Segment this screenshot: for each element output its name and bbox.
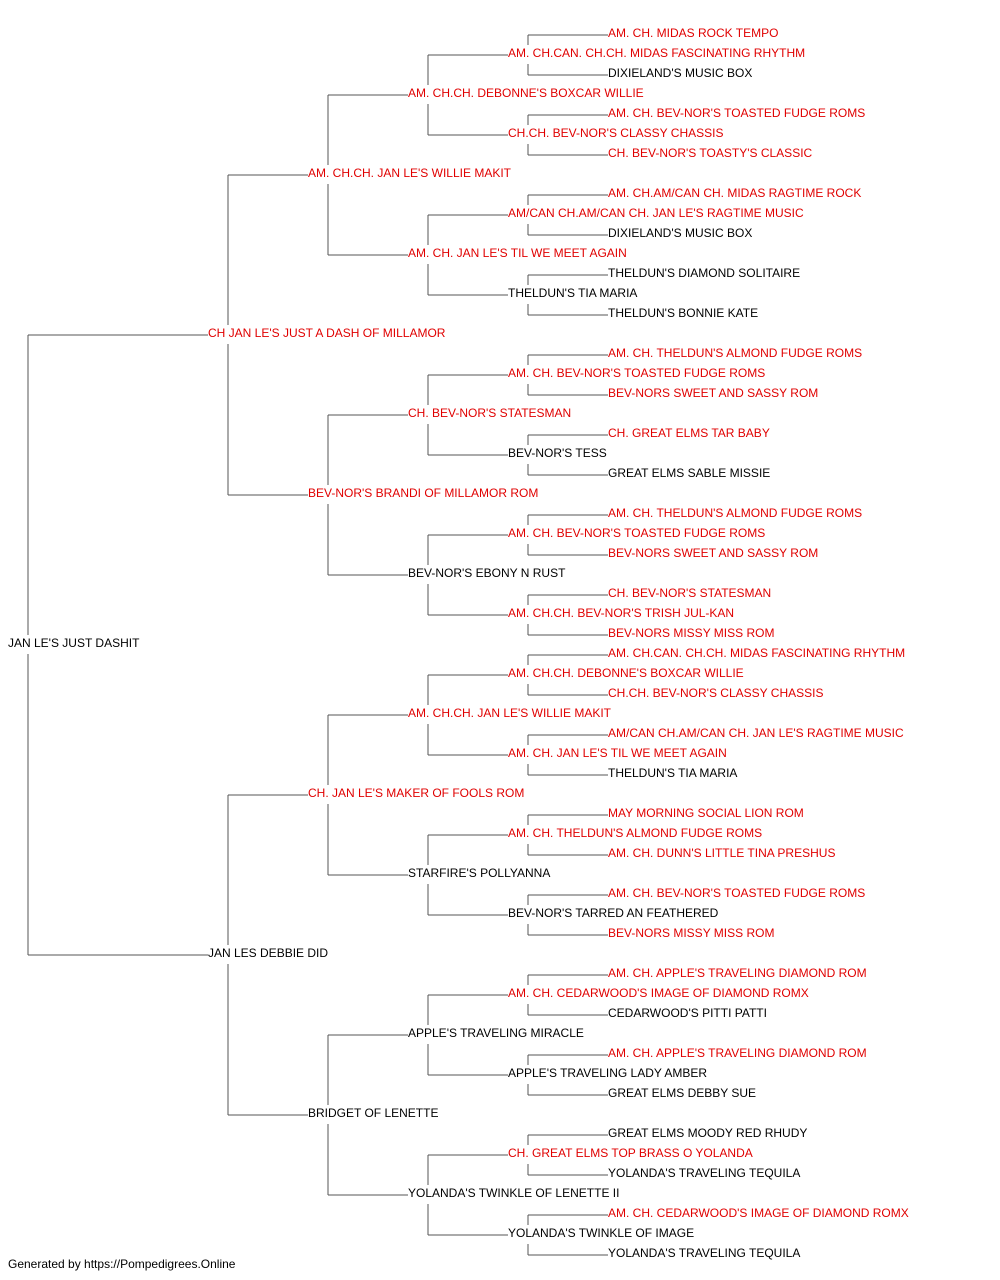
- pedigree-name-gen4: AM/CAN CH.AM/CAN CH. JAN LE'S RAGTIME MU…: [508, 206, 804, 220]
- pedigree-name-gen4: AM. CH. BEV-NOR'S TOASTED FUDGE ROMS: [508, 366, 766, 380]
- pedigree-name-gen5: AM. CH. APPLE'S TRAVELING DIAMOND ROM: [608, 966, 867, 980]
- pedigree-name-gen5: DIXIELAND'S MUSIC BOX: [608, 226, 753, 240]
- pedigree-name-gen1: CH JAN LE'S JUST A DASH OF MILLAMOR: [208, 326, 446, 340]
- pedigree-name-gen5: CH. GREAT ELMS TAR BABY: [608, 426, 770, 440]
- pedigree-name-gen4: BEV-NOR'S TARRED AN FEATHERED: [508, 906, 719, 920]
- pedigree-name-gen5: AM. CH. APPLE'S TRAVELING DIAMOND ROM: [608, 1046, 867, 1060]
- pedigree-name-gen5: BEV-NORS MISSY MISS ROM: [608, 626, 775, 640]
- pedigree-name-gen5: GREAT ELMS MOODY RED RHUDY: [608, 1126, 808, 1140]
- pedigree-name-gen5: YOLANDA'S TRAVELING TEQUILA: [608, 1246, 801, 1260]
- pedigree-name-gen5: GREAT ELMS DEBBY SUE: [608, 1086, 757, 1100]
- pedigree-name-gen5: AM. CH. CEDARWOOD'S IMAGE OF DIAMOND ROM…: [608, 1206, 909, 1220]
- pedigree-name-gen4: THELDUN'S TIA MARIA: [508, 286, 638, 300]
- pedigree-name-gen3: AM. CH.CH. DEBONNE'S BOXCAR WILLIE: [408, 86, 644, 100]
- pedigree-name-gen5: AM. CH.CAN. CH.CH. MIDAS FASCINATING RHY…: [608, 646, 906, 660]
- pedigree-name-gen4: CH. GREAT ELMS TOP BRASS O YOLANDA: [508, 1146, 753, 1160]
- pedigree-name-gen3: STARFIRE'S POLLYANNA: [408, 866, 551, 880]
- pedigree-name-gen4: AM. CH.CH. BEV-NOR'S TRISH JUL-KAN: [508, 606, 735, 620]
- pedigree-name-gen4: CH.CH. BEV-NOR'S CLASSY CHASSIS: [508, 126, 724, 140]
- pedigree-name-gen5: CH.CH. BEV-NOR'S CLASSY CHASSIS: [608, 686, 824, 700]
- pedigree-name-gen3: AM. CH.CH. JAN LE'S WILLIE MAKIT: [408, 706, 611, 720]
- pedigree-name-gen5: THELDUN'S DIAMOND SOLITAIRE: [608, 266, 801, 280]
- pedigree-name-gen5: AM. CH. BEV-NOR'S TOASTED FUDGE ROMS: [608, 886, 866, 900]
- pedigree-name-gen5: AM/CAN CH.AM/CAN CH. JAN LE'S RAGTIME MU…: [608, 726, 904, 740]
- pedigree-name-gen3: YOLANDA'S TWINKLE OF LENETTE II: [408, 1186, 620, 1200]
- pedigree-name-gen5: AM. CH. THELDUN'S ALMOND FUDGE ROMS: [608, 506, 863, 520]
- pedigree-name-gen5: CH. BEV-NOR'S STATESMAN: [608, 586, 772, 600]
- pedigree-name-gen4: APPLE'S TRAVELING LADY AMBER: [508, 1066, 708, 1080]
- pedigree-name-gen2: AM. CH.CH. JAN LE'S WILLIE MAKIT: [308, 166, 511, 180]
- pedigree-name-gen5: THELDUN'S TIA MARIA: [608, 766, 738, 780]
- pedigree-name-gen4: AM. CH. BEV-NOR'S TOASTED FUDGE ROMS: [508, 526, 766, 540]
- pedigree-name-gen5: MAY MORNING SOCIAL LION ROM: [608, 806, 804, 820]
- pedigree-name-gen5: BEV-NORS MISSY MISS ROM: [608, 926, 775, 940]
- pedigree-name-gen4: AM. CH. THELDUN'S ALMOND FUDGE ROMS: [508, 826, 763, 840]
- pedigree-name-gen5: BEV-NORS SWEET AND SASSY ROM: [608, 386, 819, 400]
- pedigree-name-gen5: YOLANDA'S TRAVELING TEQUILA: [608, 1166, 801, 1180]
- pedigree-name-gen4: YOLANDA'S TWINKLE OF IMAGE: [508, 1226, 695, 1240]
- pedigree-name-gen3: CH. BEV-NOR'S STATESMAN: [408, 406, 572, 420]
- pedigree-name-gen5: AM. CH. BEV-NOR'S TOASTED FUDGE ROMS: [608, 106, 866, 120]
- pedigree-name-gen4: AM. CH. CEDARWOOD'S IMAGE OF DIAMOND ROM…: [508, 986, 809, 1000]
- pedigree-name-gen5: THELDUN'S BONNIE KATE: [608, 306, 759, 320]
- pedigree-name-gen5: AM. CH. DUNN'S LITTLE TINA PRESHUS: [608, 846, 836, 860]
- pedigree-name-gen0: JAN LE'S JUST DASHIT: [8, 636, 140, 650]
- pedigree-name-gen5: CH. BEV-NOR'S TOASTY'S CLASSIC: [608, 146, 813, 160]
- pedigree-name-gen5: DIXIELAND'S MUSIC BOX: [608, 66, 753, 80]
- pedigree-name-gen5: AM. CH.AM/CAN CH. MIDAS RAGTIME ROCK: [608, 186, 862, 200]
- pedigree-name-gen5: CEDARWOOD'S PITTI PATTI: [608, 1006, 767, 1020]
- pedigree-name-gen5: AM. CH. THELDUN'S ALMOND FUDGE ROMS: [608, 346, 863, 360]
- pedigree-name-gen2: BEV-NOR'S BRANDI OF MILLAMOR ROM: [308, 486, 539, 500]
- pedigree-name-gen5: GREAT ELMS SABLE MISSIE: [608, 466, 771, 480]
- pedigree-name-gen5: AM. CH. MIDAS ROCK TEMPO: [608, 26, 779, 40]
- pedigree-name-gen2: CH. JAN LE'S MAKER OF FOOLS ROM: [308, 786, 525, 800]
- pedigree-name-gen4: BEV-NOR'S TESS: [508, 446, 607, 460]
- pedigree-name-gen4: AM. CH. JAN LE'S TIL WE MEET AGAIN: [508, 746, 727, 760]
- generated-by-footer: Generated by https://Pompedigrees.Online: [8, 1257, 236, 1271]
- pedigree-name-gen5: BEV-NORS SWEET AND SASSY ROM: [608, 546, 819, 560]
- pedigree-name-gen4: AM. CH.CH. DEBONNE'S BOXCAR WILLIE: [508, 666, 744, 680]
- pedigree-name-gen3: APPLE'S TRAVELING MIRACLE: [408, 1026, 584, 1040]
- pedigree-name-gen1: JAN LES DEBBIE DID: [208, 946, 329, 960]
- pedigree-name-gen4: AM. CH.CAN. CH.CH. MIDAS FASCINATING RHY…: [508, 46, 806, 60]
- pedigree-name-gen3: AM. CH. JAN LE'S TIL WE MEET AGAIN: [408, 246, 627, 260]
- pedigree-name-gen2: BRIDGET OF LENETTE: [308, 1106, 439, 1120]
- pedigree-name-gen3: BEV-NOR'S EBONY N RUST: [408, 566, 566, 580]
